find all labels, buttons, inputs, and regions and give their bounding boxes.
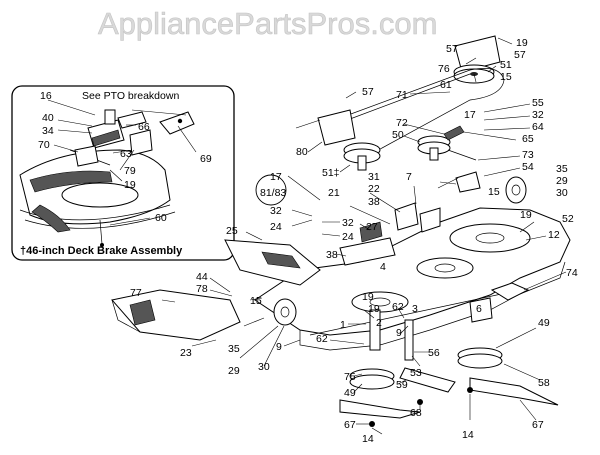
label-1: 1 <box>340 319 346 331</box>
label-72: 72 <box>396 117 408 129</box>
label-9-a: 9 <box>396 327 402 339</box>
label-29-a: 29 <box>556 175 568 187</box>
label-52: 52 <box>562 213 574 225</box>
label-32-a: 32 <box>532 109 544 121</box>
label-4: 4 <box>380 261 386 273</box>
label-3: 3 <box>412 303 418 315</box>
label-27: 27 <box>366 221 378 233</box>
label-30-a: 30 <box>556 187 568 199</box>
label-58: 58 <box>538 377 550 389</box>
label-49-a: 49 <box>538 317 550 329</box>
inset-label-16: 16 <box>40 90 52 102</box>
label-7: 7 <box>406 171 412 183</box>
part-labels: 19 57 76 61 51 15 57 71 57 80 55 32 64 1… <box>130 37 578 445</box>
label-15-c: 15 <box>250 295 262 307</box>
brake-assembly-inset: 16 See PTO breakdown 40 34 70 66 63 79 1… <box>11 85 235 261</box>
label-57-a: 57 <box>514 49 526 61</box>
label-30-b: 30 <box>258 361 270 373</box>
label-19-c: 19 <box>368 303 380 315</box>
label-9-b: 9 <box>276 341 282 353</box>
inset-label-70: 70 <box>38 139 50 151</box>
label-38-a: 38 <box>368 196 380 208</box>
leader-lines <box>161 37 567 435</box>
label-55: 55 <box>532 97 544 109</box>
label-22: 22 <box>368 183 380 195</box>
label-68: 68 <box>410 407 422 419</box>
label-38-b: 38 <box>326 249 338 261</box>
label-14-a: 14 <box>362 433 374 445</box>
inset-note: See PTO breakdown <box>82 90 179 102</box>
label-51-b: 51‡ <box>322 167 340 179</box>
label-50: 50 <box>392 129 404 141</box>
label-15-a: 15 <box>500 71 512 83</box>
label-32-b: 32 <box>270 205 282 217</box>
label-17-b: 17 <box>270 171 282 183</box>
label-21: 21 <box>328 187 340 199</box>
label-65: 65 <box>522 133 534 145</box>
callout-circle <box>255 174 287 206</box>
label-59: 59 <box>396 379 408 391</box>
belt-assembly <box>317 35 505 266</box>
mower-deck <box>224 207 571 351</box>
label-12: 12 <box>548 229 560 241</box>
label-71: 71 <box>396 89 408 101</box>
label-15-b: 15 <box>488 186 500 198</box>
inset-label-63: 63 <box>120 148 132 160</box>
inset-label-40: 40 <box>42 112 54 124</box>
label-2: 2 <box>376 317 382 329</box>
label-75: 75 <box>344 371 356 383</box>
inset-label-34: 34 <box>42 125 54 137</box>
inset-label-66: 66 <box>138 121 150 133</box>
label-35-a: 35 <box>556 163 568 175</box>
label-73: 73 <box>522 149 534 161</box>
discharge-chute <box>111 289 241 341</box>
label-62-b: 62 <box>316 333 328 345</box>
label-44: 44 <box>196 271 208 283</box>
spindles-blades <box>339 309 559 427</box>
label-19-b: 19 <box>520 209 532 221</box>
label-67-b: 67 <box>532 419 544 431</box>
label-76: 76 <box>438 63 450 75</box>
label-67-a: 67 <box>344 419 356 431</box>
inset-label-19: 19 <box>124 179 136 191</box>
gauge-wheels <box>273 176 527 326</box>
inset-label-69: 69 <box>200 153 212 165</box>
label-81-83: 81/83 <box>260 187 286 199</box>
inset-caption: †46-inch Deck Brake Assembly <box>20 245 183 257</box>
inset-label-79: 79 <box>124 165 136 177</box>
label-53: 53 <box>410 367 422 379</box>
label-19-a: 19 <box>516 37 528 49</box>
label-57-c: 57 <box>362 86 374 98</box>
label-54: 54 <box>522 161 534 173</box>
label-56: 56 <box>428 347 440 359</box>
label-78: 78 <box>196 283 208 295</box>
watermark-text: AppliancePartsPros.com <box>98 6 437 41</box>
label-24-b: 24 <box>342 231 354 243</box>
label-23: 23 <box>180 347 192 359</box>
label-31: 31 <box>368 171 380 183</box>
label-17-a: 17 <box>464 109 476 121</box>
label-14-b: 14 <box>462 429 474 441</box>
label-24-a: 24 <box>270 221 282 233</box>
inset-label-60: 60 <box>155 212 167 224</box>
label-61: 61 <box>440 79 452 91</box>
label-19-d: 19 <box>362 291 374 303</box>
label-62-a: 62 <box>392 301 404 313</box>
label-35-b: 35 <box>228 343 240 355</box>
label-32-c: 32 <box>342 217 354 229</box>
label-80: 80 <box>296 146 308 158</box>
label-77: 77 <box>130 287 142 299</box>
label-57-b: 57 <box>446 43 458 55</box>
label-6: 6 <box>476 303 482 315</box>
label-64: 64 <box>532 121 544 133</box>
label-29-b: 29 <box>228 365 240 377</box>
label-25: 25 <box>226 225 238 237</box>
label-49-b: 49 <box>344 387 356 399</box>
label-51-top: 51 <box>500 59 512 71</box>
label-74: 74 <box>566 267 578 279</box>
